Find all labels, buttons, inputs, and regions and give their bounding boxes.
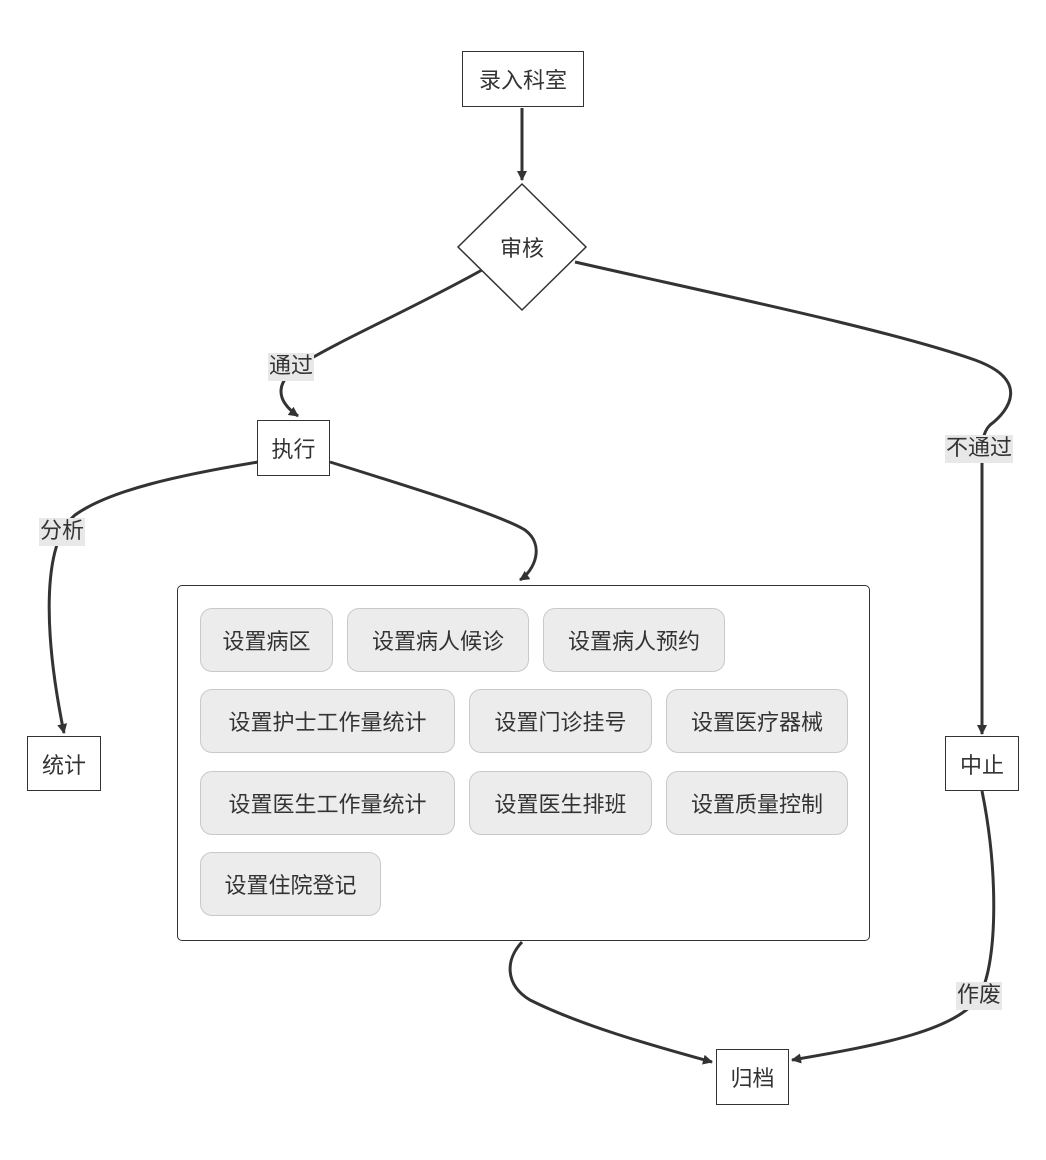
node-archive[interactable]: 归档 [716, 1049, 789, 1105]
group-item[interactable]: 设置病区 [200, 608, 333, 672]
node-statistics[interactable]: 统计 [27, 736, 101, 791]
node-terminate[interactable]: 中止 [945, 736, 1019, 791]
group-item[interactable]: 设置住院登记 [200, 852, 381, 916]
edge-label-pass: 通过 [268, 353, 315, 381]
node-statistics-label: 统计 [41, 753, 86, 779]
edge-label-void: 作废 [956, 982, 1003, 1010]
group-item[interactable]: 设置质量控制 [666, 771, 848, 835]
edge-label-analyze: 分析 [39, 518, 86, 546]
edge-execute-group [329, 460, 538, 582]
node-terminate-label: 中止 [959, 753, 1004, 779]
node-review-label: 审核 [499, 237, 544, 262]
group-item[interactable]: 设置病人候诊 [347, 608, 529, 672]
group-item[interactable]: 设置病人预约 [543, 608, 725, 672]
edge-group-archive [508, 940, 713, 1065]
node-execute-label: 执行 [271, 438, 316, 463]
settings-group: 设置病区 设置病人候诊 设置病人预约 设置护士工作量统计 设置门诊挂号 设置医疗… [177, 585, 870, 941]
edge-review-execute [279, 268, 483, 418]
group-item[interactable]: 设置护士工作量统计 [200, 689, 455, 753]
group-item[interactable]: 设置医生排班 [469, 771, 652, 835]
edge-label-reject: 不通过 [945, 435, 1014, 463]
node-entry[interactable]: 录入科室 [462, 51, 584, 107]
group-item[interactable]: 设置门诊挂号 [469, 689, 652, 753]
group-item[interactable]: 设置医生工作量统计 [200, 771, 455, 835]
group-item[interactable]: 设置医疗器械 [666, 689, 848, 753]
node-review[interactable]: 审核 [462, 222, 582, 272]
node-entry-label: 录入科室 [478, 69, 567, 94]
node-execute[interactable]: 执行 [257, 420, 330, 476]
node-archive-label: 归档 [730, 1067, 775, 1092]
